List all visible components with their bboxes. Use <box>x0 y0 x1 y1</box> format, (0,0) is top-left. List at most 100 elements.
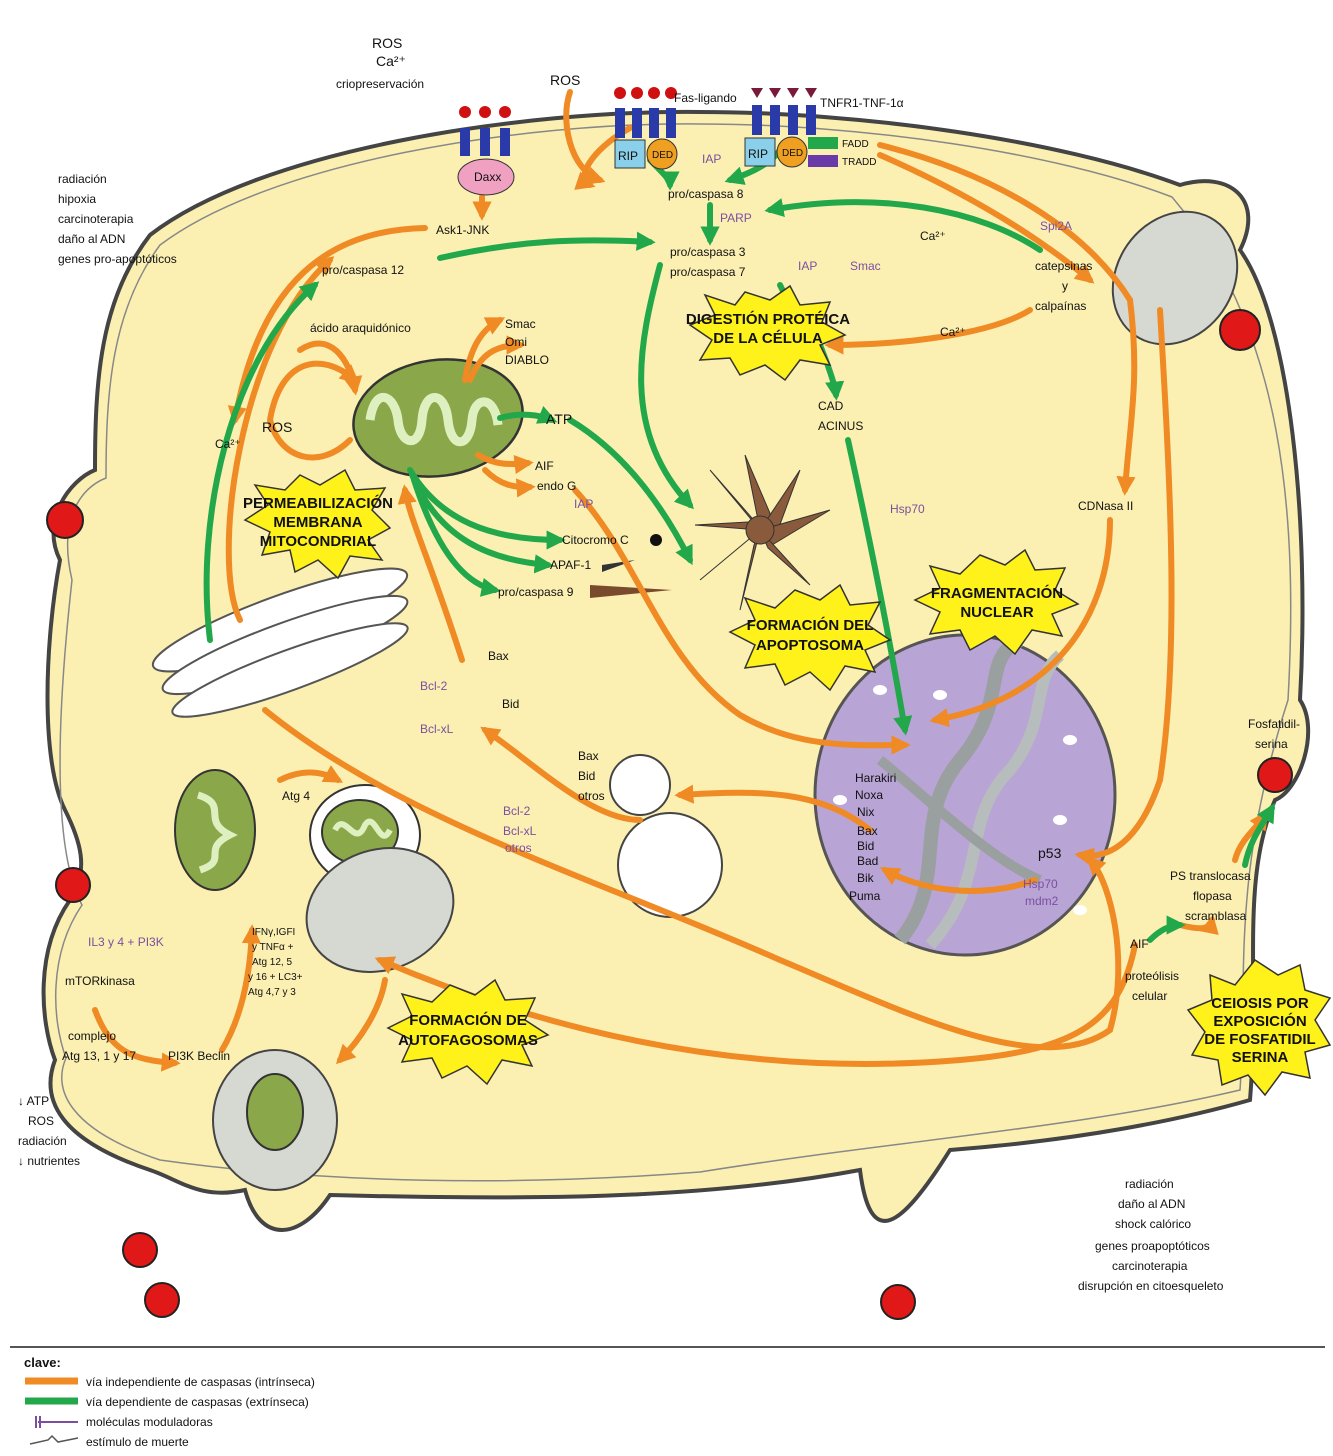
citocromo-label: Citocromo C <box>562 533 629 547</box>
burst-ceiosis-1: CEIOSIS POR <box>1211 995 1309 1012</box>
cytochrome-c-dot <box>650 534 662 546</box>
endog-label: endo G <box>537 479 576 493</box>
aif-right-label: AIF <box>1130 937 1149 951</box>
ded-label-tnf: DED <box>782 148 803 159</box>
legend-item-extrinsic: vía dependiente de caspasas (extrínseca) <box>86 1395 309 1409</box>
ca-right2-label: Ca²⁺ <box>940 325 966 339</box>
stimulus-left-4: daño al ADN <box>58 232 125 246</box>
receptor-bar <box>666 108 676 138</box>
stimulus-br-3: shock calórico <box>1115 1217 1191 1231</box>
nuclear-pore <box>1053 815 1067 825</box>
mtor-label: mTORkinasa <box>65 974 135 988</box>
burst-fragmentacion-2: NUCLEAR <box>960 604 1033 621</box>
bh3-noxa: Noxa <box>855 788 883 802</box>
calpainas-label: calpaínas <box>1035 299 1086 313</box>
fas-label: Fas-ligando <box>674 91 737 105</box>
ligand-dot <box>459 106 471 118</box>
bh3-bid: Bid <box>857 839 874 853</box>
burst-permeabilizacion-2: MEMBRANA <box>273 514 362 531</box>
apoptotic-body <box>881 1285 915 1319</box>
vesicle <box>610 755 670 815</box>
bid-vesicle-label: Bid <box>578 769 595 783</box>
stimulus-br-1: radiación <box>1125 1177 1174 1191</box>
mod-spi2a: Spi2A <box>1040 219 1072 233</box>
mod-smac: Smac <box>850 259 881 273</box>
stimulus-top-3: criopreservación <box>336 77 424 91</box>
burst-autofagosomas-2: AUTOFAGOSOMAS <box>398 1032 538 1049</box>
stimulus-top-1: ROS <box>372 35 402 51</box>
legend-swatch-stimulus <box>30 1436 78 1444</box>
stimulus-top-2: Ca²⁺ <box>376 53 406 69</box>
mod-otros-mid: otros <box>505 841 532 855</box>
mod-mdm2: mdm2 <box>1025 894 1059 908</box>
stimulus-left-5: genes pro-apoptóticos <box>58 252 177 266</box>
apoptotic-body <box>1258 758 1292 792</box>
apoptotic-body <box>47 502 83 538</box>
autophagy-mito <box>247 1074 303 1150</box>
pi3k-label: PI3K Beclin <box>168 1049 230 1063</box>
receptor-bar <box>460 128 470 156</box>
ligand-dot <box>499 106 511 118</box>
caspasa12-label: pro/caspasa 12 <box>322 263 404 277</box>
flopasa-label: flopasa <box>1193 889 1232 903</box>
mod-bclxl-mid: Bcl-xL <box>503 824 537 838</box>
tnf-label: TNFR1-TNF-1α <box>820 96 904 110</box>
acinus-label: ACINUS <box>818 419 863 433</box>
caspasa8-label: pro/caspasa 8 <box>668 187 744 201</box>
tnf-ligand <box>769 88 781 98</box>
ifn-line5: Atg 4,7 y 3 <box>248 987 296 998</box>
legend-item-intrinsic: vía independiente de caspasas (intrínsec… <box>86 1375 315 1389</box>
burst-permeabilizacion-3: MITOCONDRIAL <box>260 533 376 550</box>
tradd-label: TRADD <box>842 157 876 168</box>
nuclear-pore <box>873 685 887 695</box>
receptor-bar <box>770 105 780 135</box>
apoptotic-body <box>145 1283 179 1317</box>
ligand-dot <box>614 87 626 99</box>
ca-left-label: Ca²⁺ <box>215 437 241 451</box>
caspasa7-label: pro/caspasa 7 <box>670 265 746 279</box>
legend: clave: vía independiente de caspasas (in… <box>10 1347 1325 1449</box>
receptor-bar <box>649 108 659 138</box>
rip-label-tnf: RIP <box>748 147 768 161</box>
stimulus-bl-2: ROS <box>28 1114 54 1128</box>
ligand-dot <box>479 106 491 118</box>
legend-item-stimulus: estímulo de muerte <box>86 1435 189 1449</box>
diablo-label: DIABLO <box>505 353 549 367</box>
stimulus-bl-3: radiación <box>18 1134 67 1148</box>
atg13-label: Atg 13, 1 y 17 <box>62 1049 136 1063</box>
burst-fragmentacion-1: FRAGMENTACIÓN <box>931 584 1063 602</box>
mod-hsp70-mid: Hsp70 <box>890 502 925 516</box>
burst-ceiosis-3: DE FOSFATIDIL <box>1204 1031 1315 1048</box>
bid-top-label: Bid <box>502 697 519 711</box>
omi-label: Omi <box>505 335 527 349</box>
burst-ceiosis-2: EXPOSICIÓN <box>1213 1012 1306 1030</box>
stimulus-br-5: carcinoterapia <box>1112 1259 1188 1273</box>
receptor-bar <box>806 105 816 135</box>
receptor-bar <box>752 105 762 135</box>
nuclear-pore <box>833 795 847 805</box>
bh3-nix: Nix <box>857 805 874 819</box>
serina-label: serina <box>1255 737 1288 751</box>
ros-top-label: ROS <box>550 72 580 88</box>
burst-digestion-1: DIGESTIÓN PROTÉICA <box>686 310 850 328</box>
fosfatidil-label: Fosfatidil- <box>1248 717 1300 731</box>
mod-bcl2-mid: Bcl-2 <box>503 804 531 818</box>
mod-iap-3: IAP <box>574 497 593 511</box>
caspasa9-label: pro/caspasa 9 <box>498 585 574 599</box>
mod-bcl2-top: Bcl-2 <box>420 679 448 693</box>
mod-iap-1: IAP <box>702 152 721 166</box>
ask1-label: Ask1-JNK <box>436 223 489 237</box>
acido-label: ácido araquidónico <box>310 321 411 335</box>
fadd-label: FADD <box>842 139 869 150</box>
receptor-bar <box>788 105 798 135</box>
bh3-puma: Puma <box>849 889 881 903</box>
cdnasa-label: CDNasa II <box>1078 499 1133 513</box>
legend-item-modulator: moléculas moduladoras <box>86 1415 213 1429</box>
tradd-bar <box>808 155 838 167</box>
stimulus-br-4: genes proapoptóticos <box>1095 1239 1210 1253</box>
stimulus-br-6: disrupción en citoesqueleto <box>1078 1279 1224 1293</box>
stimulus-br-2: daño al ADN <box>1118 1197 1185 1211</box>
y-label: y <box>1062 279 1068 293</box>
caspasa3-label: pro/caspasa 3 <box>670 245 746 259</box>
